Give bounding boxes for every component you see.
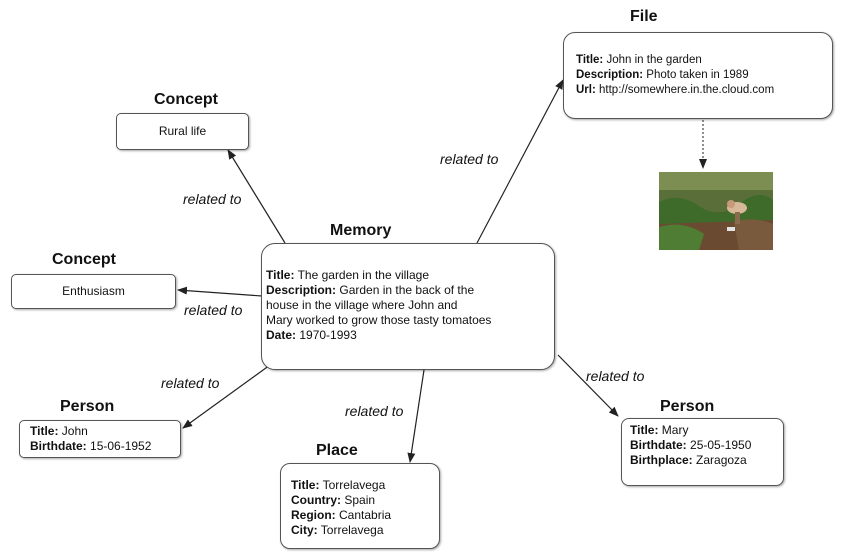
memory-description-line-2: house in the village where John and: [266, 298, 458, 312]
place-title-row: Title: Torrelavega: [291, 478, 386, 492]
file-description-row: Description: Photo taken in 1989: [576, 69, 749, 81]
person-heading-john: Person: [60, 398, 115, 415]
person-node-john: Title: John Birthdate: 15-06-1952: [19, 420, 181, 458]
file-title-row: Title: John in the garden: [576, 54, 702, 66]
memory-node: Title: The garden in the village Descrip…: [261, 243, 555, 370]
memory-title-row: Title: The garden in the village: [266, 268, 429, 282]
concept-heading-rural-life: Concept: [154, 91, 218, 108]
edge-memory-to-file: [476, 79, 564, 244]
memory-heading: Memory: [330, 222, 392, 239]
mary-birthdate-row: Birthdate: 25-05-1950: [630, 438, 752, 452]
place-node: Title: Torrelavega Country: Spain Region…: [280, 463, 440, 549]
edge-label-rural-life: related to: [183, 191, 242, 207]
concept-name: Enthusiasm: [62, 284, 125, 298]
edge-memory-to-rural-life: [227, 149, 286, 244]
place-country-row: Country: Spain: [291, 493, 376, 507]
john-birthdate-row: Birthdate: 15-06-1952: [30, 439, 152, 453]
memory-description-line-3: Mary worked to grow those tasty tomatoes: [266, 313, 492, 327]
memory-date-row: Date: 1970-1993: [266, 328, 357, 342]
garden-photo: [659, 172, 773, 250]
edge-label-file: related to: [440, 151, 499, 167]
file-node: Title: John in the garden Description: P…: [563, 32, 833, 119]
file-heading: File: [630, 8, 658, 25]
person-node-mary: Title: Mary Birthdate: 25-05-1950 Birthp…: [621, 418, 784, 486]
concept-heading-enthusiasm: Concept: [52, 251, 116, 268]
place-region-row: Region: Cantabria: [291, 508, 392, 522]
concept-node-rural-life: Rural life: [116, 113, 249, 150]
edge-label-place: related to: [345, 403, 404, 419]
mary-birthplace-row: Birthplace: Zaragoza: [630, 453, 747, 467]
concept-name: Rural life: [158, 124, 207, 138]
john-title-row: Title: John: [30, 424, 88, 438]
memory-description-row: Description: Garden in the back of the: [266, 283, 475, 297]
person-heading-mary: Person: [660, 398, 715, 415]
file-url-row: Url: http://somewhere.in.the.cloud.com: [576, 84, 775, 96]
edge-label-mary: related to: [586, 368, 645, 384]
edge-memory-to-enthusiasm: [177, 286, 263, 297]
edge-label-john: related to: [161, 375, 220, 391]
place-city-row: City: Torrelavega: [291, 523, 384, 537]
edge-memory-to-place: [407, 369, 425, 463]
concept-node-enthusiasm: Enthusiasm: [11, 274, 176, 309]
edge-memory-to-john: [182, 364, 271, 429]
edge-label-enthusiasm: related to: [184, 302, 243, 318]
mary-title-row: Title: Mary: [630, 423, 689, 437]
place-heading: Place: [316, 442, 358, 459]
edge-memory-to-mary: [557, 354, 619, 417]
